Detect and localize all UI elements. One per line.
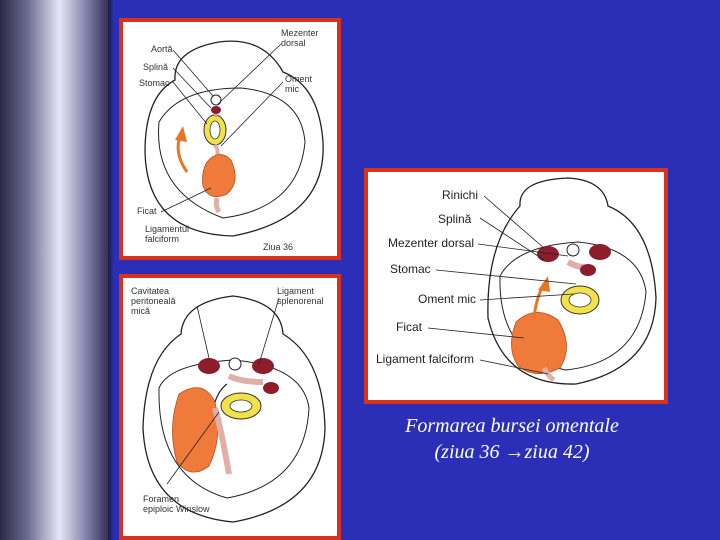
label-splina: Splină xyxy=(438,212,472,226)
kidney-left-shape xyxy=(537,246,559,262)
label-aorta: Aortă xyxy=(151,44,173,54)
label-mezenter-dorsal: Mezenter dorsal xyxy=(281,28,319,48)
label-rinichi: Rinichi xyxy=(442,188,479,202)
body-outline xyxy=(144,40,324,237)
panel-intermediate: Cavitatea peritoneală mică Ligament sple… xyxy=(119,274,341,540)
aorta-shape xyxy=(566,243,580,257)
aorta-shape xyxy=(228,357,242,371)
diagram-day-36 xyxy=(144,40,324,237)
arrow-right-icon: → xyxy=(504,441,525,463)
label-stomac: Stomac xyxy=(390,262,431,276)
diagram-day-42 xyxy=(427,177,657,385)
figure-caption: Formarea bursei omentale (ziua 36 →ziua … xyxy=(364,413,660,465)
label-foramen-epiploic: Foramen epiploic Winslow xyxy=(143,494,210,514)
label-ligament-splenorenal: Ligament splenorenal xyxy=(277,286,324,306)
label-ficat: Ficat xyxy=(137,206,157,216)
caption-line-2: (ziua 36 →ziua 42) xyxy=(364,439,660,465)
cavity-outline xyxy=(158,87,306,219)
kidney-left-shape xyxy=(198,358,220,374)
body-outline xyxy=(142,295,326,523)
label-stomac: Stomac xyxy=(139,78,170,88)
kidney-right-shape xyxy=(252,358,274,374)
label-cavitatea-peritoneala: Cavitatea peritoneală mică xyxy=(131,286,176,316)
label-mezenter-dorsal: Mezenter dorsal xyxy=(388,236,475,250)
spleen-shape xyxy=(580,264,596,276)
caption-line-1: Formarea bursei omentale xyxy=(405,415,619,437)
spleen-shape xyxy=(211,106,221,114)
caption-day-to: ziua 42) xyxy=(524,441,590,463)
label-oment-mic: Oment mic xyxy=(285,74,313,94)
kidney-right-shape xyxy=(589,244,611,260)
decorative-stripe-edge xyxy=(108,0,114,540)
caption-day-from: (ziua 36 xyxy=(434,441,505,463)
aorta-shape xyxy=(210,94,222,106)
decorative-left-stripe xyxy=(0,0,108,540)
label-splina: Splină xyxy=(143,62,169,72)
liver-shape xyxy=(511,312,567,374)
liver-shape xyxy=(202,154,236,198)
diagram-intermediate xyxy=(142,295,326,523)
liver-shape xyxy=(172,387,219,473)
panel-day-42: Rinichi Splină Mezenter dorsal Stomac Om… xyxy=(364,168,668,404)
label-ligamentul-falciform: Ligamentul falciform xyxy=(145,224,190,244)
body-outline xyxy=(487,177,657,385)
panel-day-36: Aortă Mezenter dorsal Splină Stomac Omen… xyxy=(119,18,341,260)
label-day: Ziua 36 xyxy=(263,242,294,252)
label-oment-mic: Oment mic xyxy=(418,292,477,306)
spleen-shape xyxy=(263,382,279,394)
label-ficat: Ficat xyxy=(396,320,423,334)
label-ligament-falciform: Ligament falciform xyxy=(376,352,475,366)
